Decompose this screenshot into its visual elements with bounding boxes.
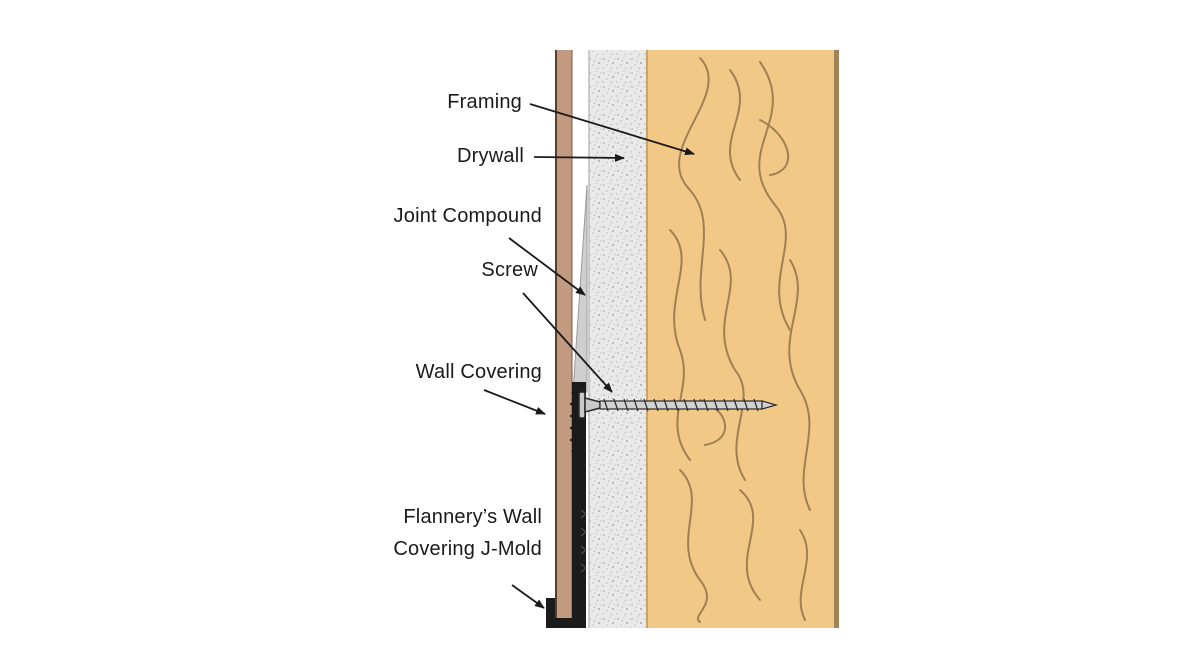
label-joint-compound: Joint Compound bbox=[393, 205, 542, 227]
label-drywall: Drywall bbox=[457, 145, 524, 167]
wood-grain bbox=[669, 57, 811, 623]
arrow-joint-compound bbox=[508, 237, 586, 296]
arrow-wall-covering bbox=[483, 389, 546, 415]
label-wall-covering: Wall Covering bbox=[415, 361, 542, 383]
label-j-mold-line1: Flannery’s Wall bbox=[403, 506, 542, 528]
drywall-layer bbox=[588, 50, 646, 628]
arrow-drywall bbox=[533, 153, 625, 162]
label-framing: Framing bbox=[447, 91, 522, 113]
label-screw: Screw bbox=[481, 259, 538, 281]
j-mold-trim bbox=[546, 382, 587, 628]
arrow-framing bbox=[529, 103, 695, 156]
screw bbox=[578, 391, 779, 419]
framing-stud bbox=[645, 50, 839, 628]
arrow-j-mold bbox=[511, 584, 545, 609]
label-j-mold-line2: Covering J-Mold bbox=[393, 538, 542, 560]
arrow-screw bbox=[522, 292, 613, 393]
wall-covering-panel bbox=[555, 50, 573, 620]
leader-arrows bbox=[483, 103, 695, 609]
